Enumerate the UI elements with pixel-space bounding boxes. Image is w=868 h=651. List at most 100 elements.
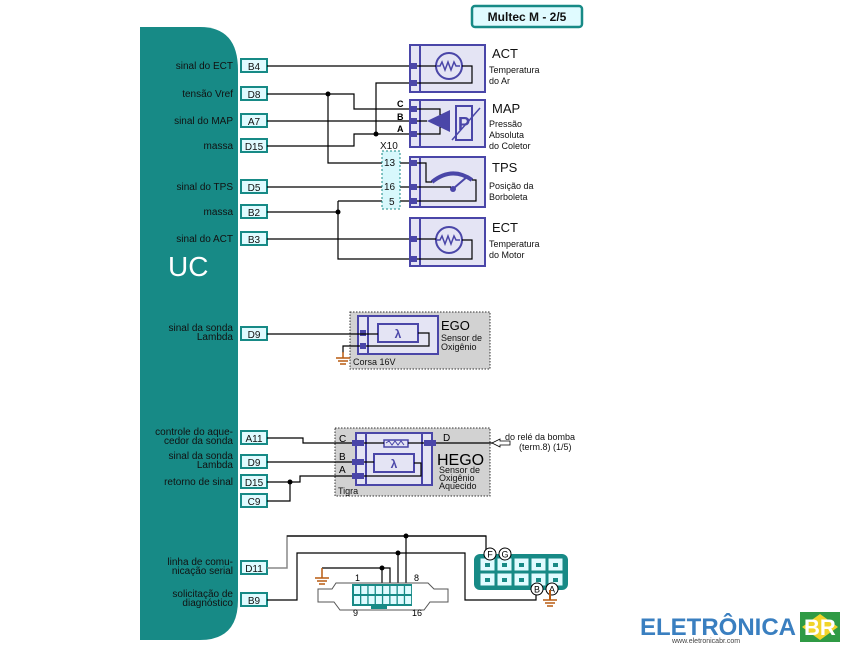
sensor-ego: λ EGO Sensor de Oxigênio Corsa 16V — [267, 311, 491, 370]
act-desc-line: Temperatura — [489, 65, 540, 75]
ground-icon — [336, 352, 350, 365]
pin-code: D11 — [245, 564, 263, 575]
obd-pin-cell — [390, 586, 397, 594]
obd-pin-1-label: 1 — [355, 573, 360, 583]
potentiometer-icon — [430, 171, 474, 184]
map-pin-c: C — [397, 99, 404, 109]
obd-pin-16-label: 16 — [412, 608, 422, 618]
map-desc-line: do Coletor — [489, 141, 531, 151]
x10-pin-16: 16 — [384, 182, 396, 193]
obd-pin-9-label: 9 — [353, 608, 358, 618]
hego-pin-c: C — [339, 434, 346, 445]
sensor-map: P C B A MAP Pressão Absoluta do Coletor — [397, 99, 531, 151]
x10-pin-5: 5 — [389, 197, 395, 208]
sensor-ect: ECT Temperatura do Motor — [409, 217, 540, 267]
obd-pin-cell — [354, 586, 360, 594]
pin-label: nicação serial — [172, 566, 233, 577]
ect-desc-line: Temperatura — [489, 239, 540, 249]
aldl-pin-label: G — [501, 550, 508, 560]
pin-code: B4 — [248, 62, 261, 73]
pin-code: A11 — [245, 434, 262, 445]
obd-pin-cell — [405, 586, 412, 594]
obd-pin-cell — [383, 586, 390, 594]
hego-pin-b: B — [339, 452, 346, 463]
pin-label: sinal da sonda — [169, 323, 234, 334]
obd-pin-cell — [390, 596, 397, 604]
uc-pin-b4: B4 sinal do ECT — [176, 58, 268, 73]
ego-desc-line: Oxigênio — [441, 342, 477, 352]
pin-label: Lambda — [197, 460, 234, 471]
x10-pin-13: 13 — [384, 158, 396, 169]
uc-body — [140, 27, 238, 640]
ego-vehicle: Corsa 16V — [353, 357, 396, 367]
aldl-pin-marker — [498, 547, 512, 561]
pin-label: tensão Vref — [182, 89, 233, 100]
pin-label: sinal do TPS — [176, 182, 233, 193]
watermark-br: BR — [804, 615, 836, 640]
obd-pin-cell — [405, 596, 412, 604]
wires-hego: do relé da bomba (term.8) (1/5) — [267, 432, 575, 502]
obd-pin-cell — [361, 596, 368, 604]
relay-note-line: (term.8) (1/5) — [519, 442, 572, 452]
hego-name: HEGO — [437, 452, 484, 469]
obd-pin-cell — [361, 586, 368, 594]
hego-vehicle: Tigra — [338, 486, 358, 496]
pin-label: sinal do ECT — [176, 61, 233, 72]
hego-desc-line: Aquecido — [439, 481, 477, 491]
act-desc-line: do Ar — [489, 76, 510, 86]
pin-label: Lambda — [197, 332, 234, 343]
pin-label: diagnóstico — [182, 598, 233, 609]
obd-pin-cell — [368, 596, 375, 604]
sensor-tps: TPS Posição da Borboleta — [409, 156, 534, 208]
pin-code: B3 — [248, 235, 261, 246]
pressure-icon — [427, 110, 450, 132]
pin-code: C9 — [248, 497, 261, 508]
wires-top — [267, 65, 412, 260]
obd-pin-8-label: 8 — [414, 573, 419, 583]
sensor-act: ACT Temperatura do Ar — [409, 44, 540, 93]
ground-icon — [315, 568, 329, 585]
heater-icon — [385, 440, 405, 446]
wires-diagnostic — [267, 533, 537, 601]
aldl-pin-marker — [530, 582, 544, 596]
uc-pin-a11: A11 controle do aque-cedor da sonda — [155, 427, 268, 447]
hego-desc-line: Oxigênio — [439, 473, 475, 483]
obd-pin-cell — [354, 596, 360, 604]
ego-name: EGO — [441, 318, 470, 333]
ego-desc-line: Sensor de — [441, 333, 482, 343]
title-text: Multec M - 2/5 — [488, 10, 567, 24]
hego-desc-line: Sensor de — [439, 465, 480, 475]
ect-desc-line: do Motor — [489, 250, 525, 260]
pin-label: sinal da sonda — [169, 451, 234, 462]
lambda-icon: λ — [391, 457, 398, 471]
pin-code: B2 — [248, 208, 261, 219]
obd-pin-cell — [397, 596, 404, 604]
pin-label: sinal do MAP — [174, 116, 233, 127]
aldl-pin-label: F — [487, 550, 493, 560]
ground-icon — [543, 599, 557, 607]
uc-pin-d11: D11 linha de comu-nicação serial — [167, 557, 268, 577]
uc-pin-c9: C9 — [240, 493, 268, 508]
tps-name: TPS — [492, 160, 518, 175]
sensor-hego: λ C B A D HEGO Sensor de Oxigênio Aqueci… — [334, 427, 491, 497]
hego-pin-d: D — [443, 433, 450, 444]
lambda-icon: λ — [395, 327, 402, 341]
pin-label: cedor da sonda — [164, 436, 233, 447]
obd-pin-cell — [375, 596, 382, 604]
pin-label: controle do aque- — [155, 427, 233, 438]
pin-label: solicitação de — [172, 589, 233, 600]
pin-label: linha de comu- — [167, 557, 233, 568]
connector-x10: X10 13 16 5 — [380, 141, 401, 210]
aldl-pin-label: B — [534, 585, 540, 595]
map-name: MAP — [492, 101, 520, 116]
pin-code: D15 — [245, 478, 264, 489]
map-desc-line: Pressão — [489, 119, 522, 129]
title-badge: Multec M - 2/5 — [470, 4, 584, 29]
